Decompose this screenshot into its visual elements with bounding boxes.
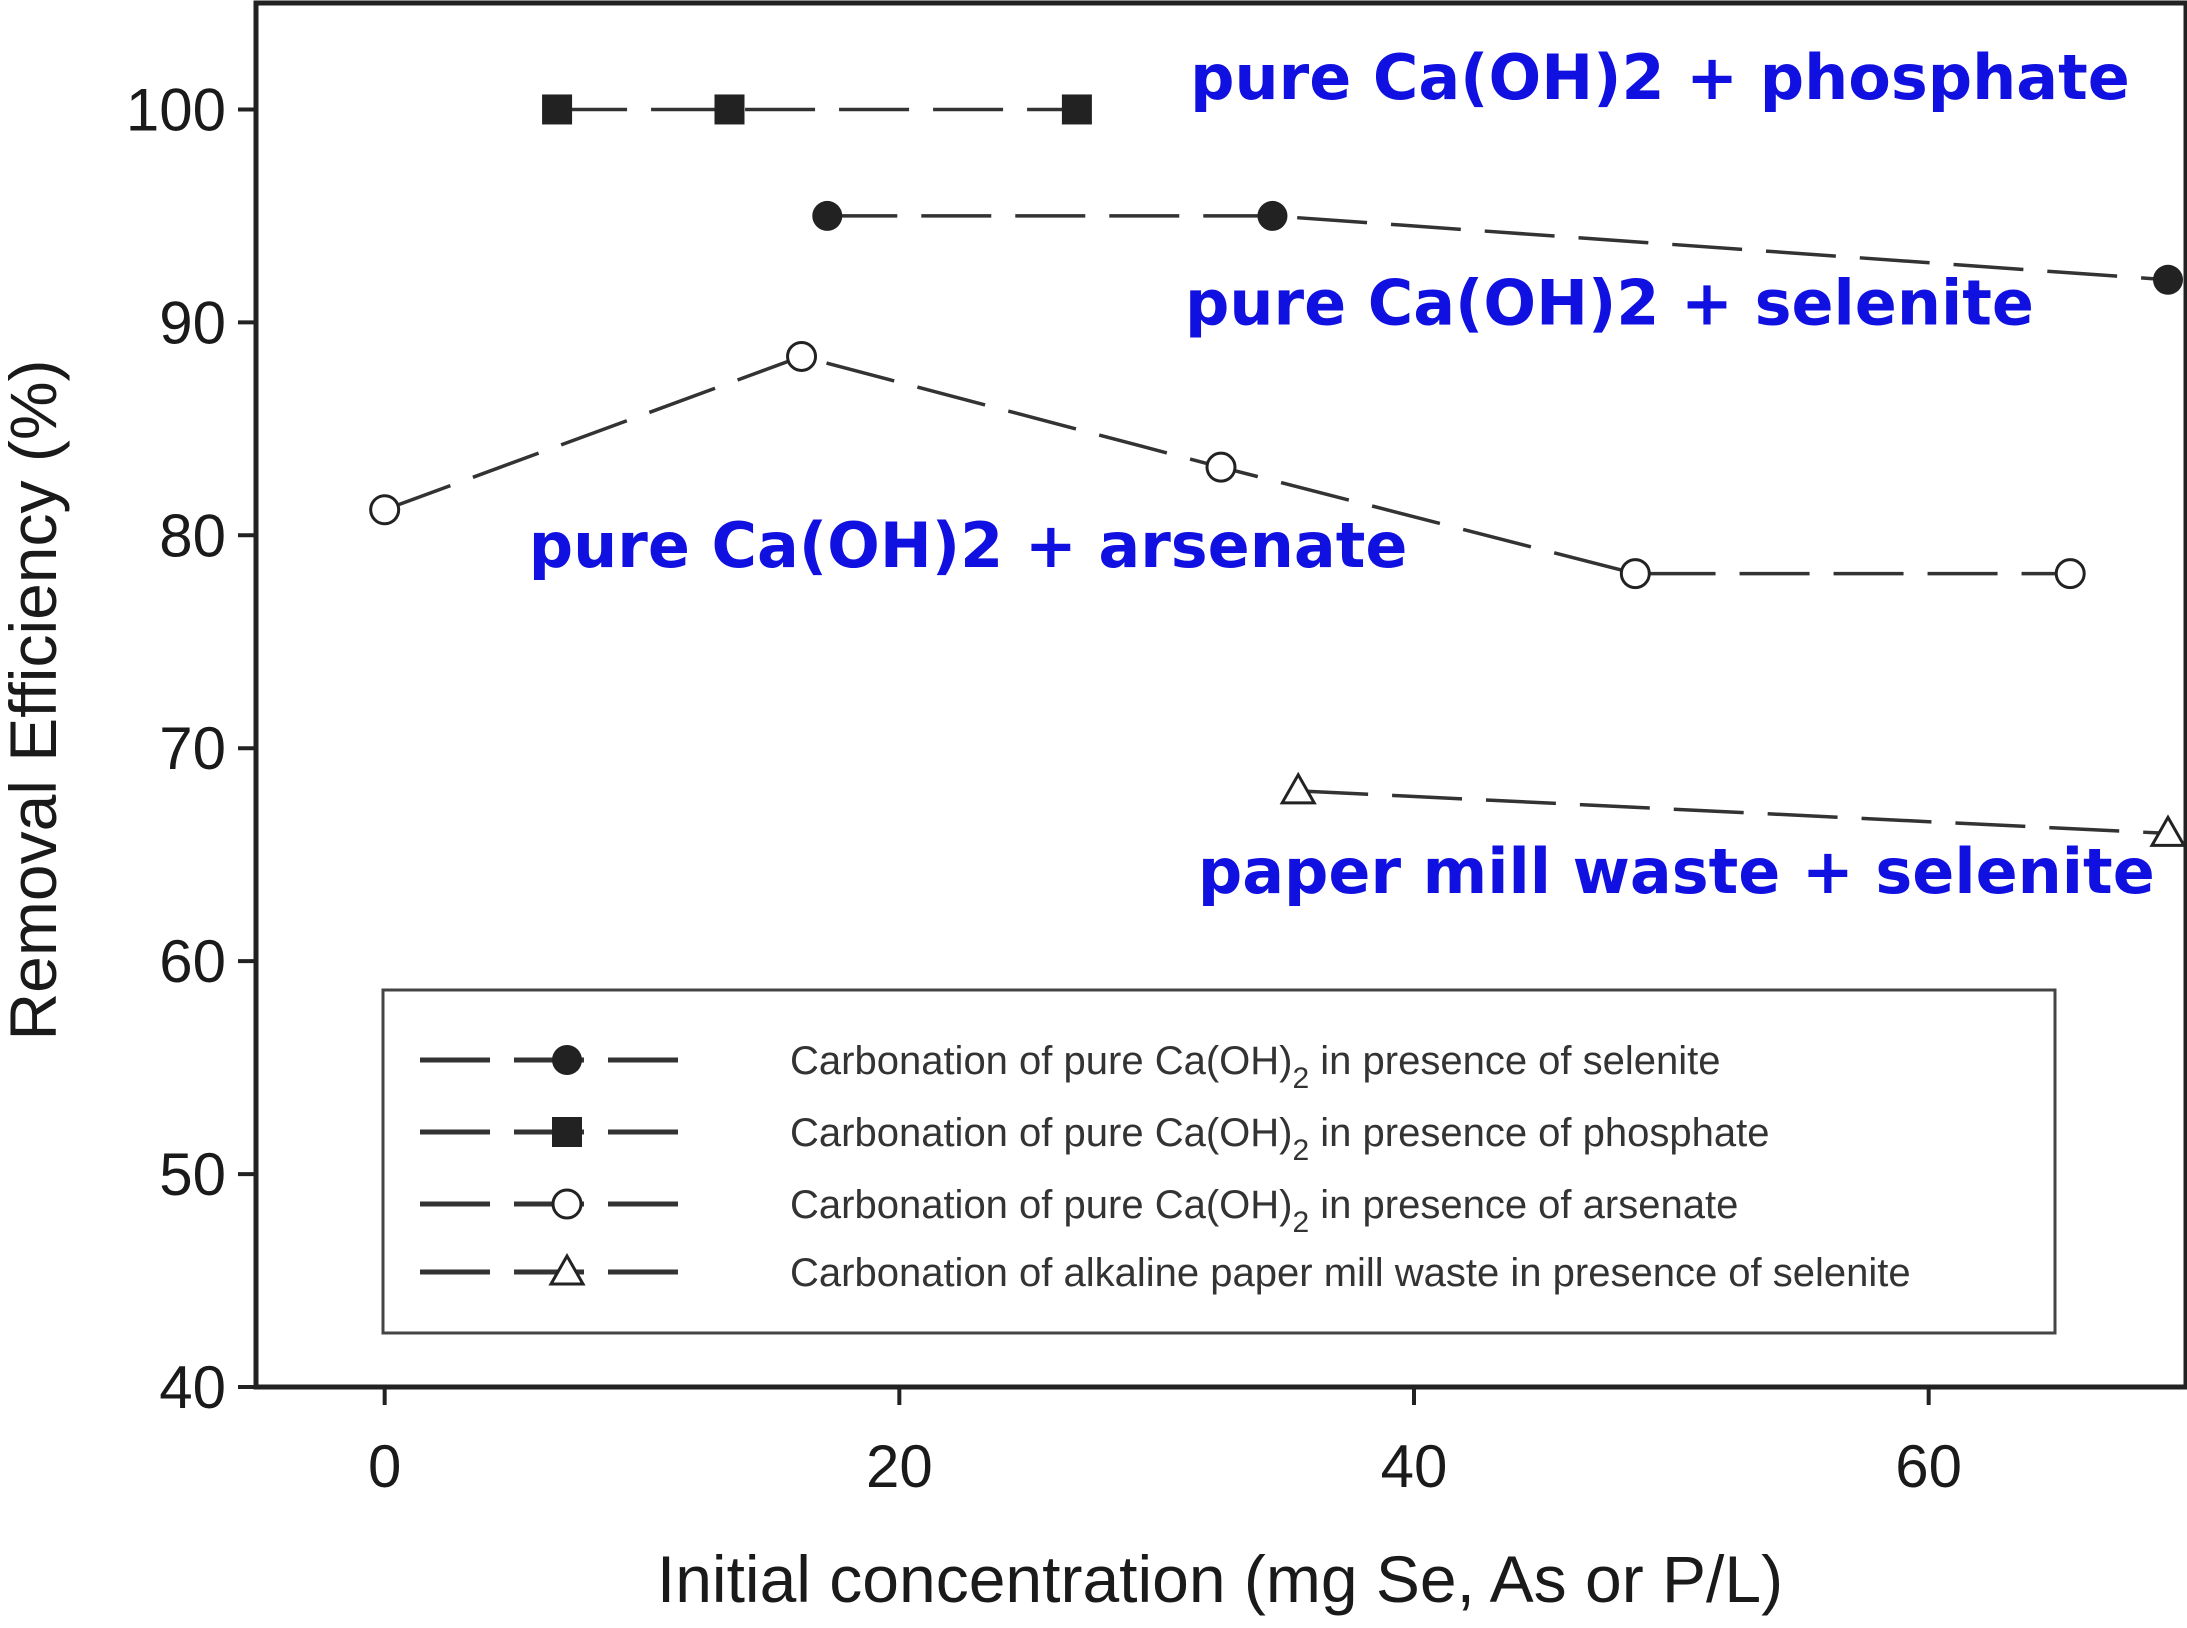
- y-tick-label: 50: [159, 1141, 226, 1208]
- x-tick-label: 60: [1895, 1433, 1962, 1500]
- data-point-filled-square: [542, 94, 573, 125]
- legend-entry-tail: in presence of arsenate: [1309, 1183, 1738, 1227]
- data-point-open-circle: [551, 1188, 583, 1220]
- data-point-open-circle: [369, 494, 401, 526]
- x-tick-label: 0: [368, 1433, 401, 1500]
- data-point-open-triangle: [1279, 771, 1317, 805]
- series-annotations: pure Ca(OH)2 + phosphate pure Ca(OH)2 + s…: [529, 41, 2155, 908]
- y-tick-label: 90: [159, 289, 226, 356]
- x-axis-title: Initial concentration (mg Se, As or P/L): [657, 1542, 1783, 1616]
- data-point-open-triangle: [2149, 814, 2187, 847]
- series-annotation: paper mill waste + selenite: [1198, 835, 2155, 908]
- data-point-open-circle: [1619, 558, 1651, 590]
- y-tick-label: 40: [159, 1354, 226, 1421]
- y-tick-label: 80: [159, 502, 226, 569]
- data-point-filled-square: [714, 94, 745, 125]
- legend-entry-tail: in presence of selenite: [1309, 1039, 1720, 1083]
- series-annotation: pure Ca(OH)2 + selenite: [1185, 267, 2034, 340]
- data-point-open-triangle: [548, 1252, 586, 1286]
- legend-subscript: 2: [1292, 1206, 1309, 1239]
- y-tick-label: 60: [159, 928, 226, 995]
- y-tick-label: 70: [159, 715, 226, 782]
- legend-subscript: 2: [1292, 1062, 1309, 1095]
- data-point-open-circle: [2054, 558, 2086, 590]
- y-axis-title: Removal Efficiency (%): [0, 360, 70, 1041]
- data-point-filled-circle: [812, 200, 843, 231]
- series-line: [1298, 789, 2169, 836]
- axis-ticks: 0 20 40 60 40 50 60 70 80 90 100: [126, 76, 1962, 1500]
- series-annotation: pure Ca(OH)2 + arsenate: [529, 509, 1408, 582]
- x-tick-label: 20: [866, 1433, 933, 1500]
- legend-entry-tail: in presence of phosphate: [1309, 1111, 1769, 1155]
- y-tick-label: 100: [126, 76, 226, 143]
- data-point-filled-square: [552, 1117, 582, 1147]
- series-markers: [369, 94, 2187, 847]
- legend: Carbonation of pure Ca(OH)2 in presence …: [381, 988, 2057, 1335]
- x-tick-label: 40: [1381, 1433, 1448, 1500]
- legend-subscript: 2: [1292, 1134, 1309, 1167]
- legend-box: [381, 988, 2057, 1335]
- data-point-filled-square: [1061, 94, 1092, 125]
- plot-frame: [253, 0, 2187, 1390]
- data-point-filled-circle: [2152, 264, 2183, 295]
- data-point-filled-circle: [1257, 200, 1288, 231]
- series-annotation: pure Ca(OH)2 + phosphate: [1190, 41, 2130, 114]
- data-point-open-circle: [1205, 451, 1237, 483]
- legend-entry-label: Carbonation of alkaline paper mill waste…: [790, 1251, 1911, 1295]
- data-point-open-circle: [786, 340, 818, 372]
- data-point-filled-circle: [552, 1045, 582, 1075]
